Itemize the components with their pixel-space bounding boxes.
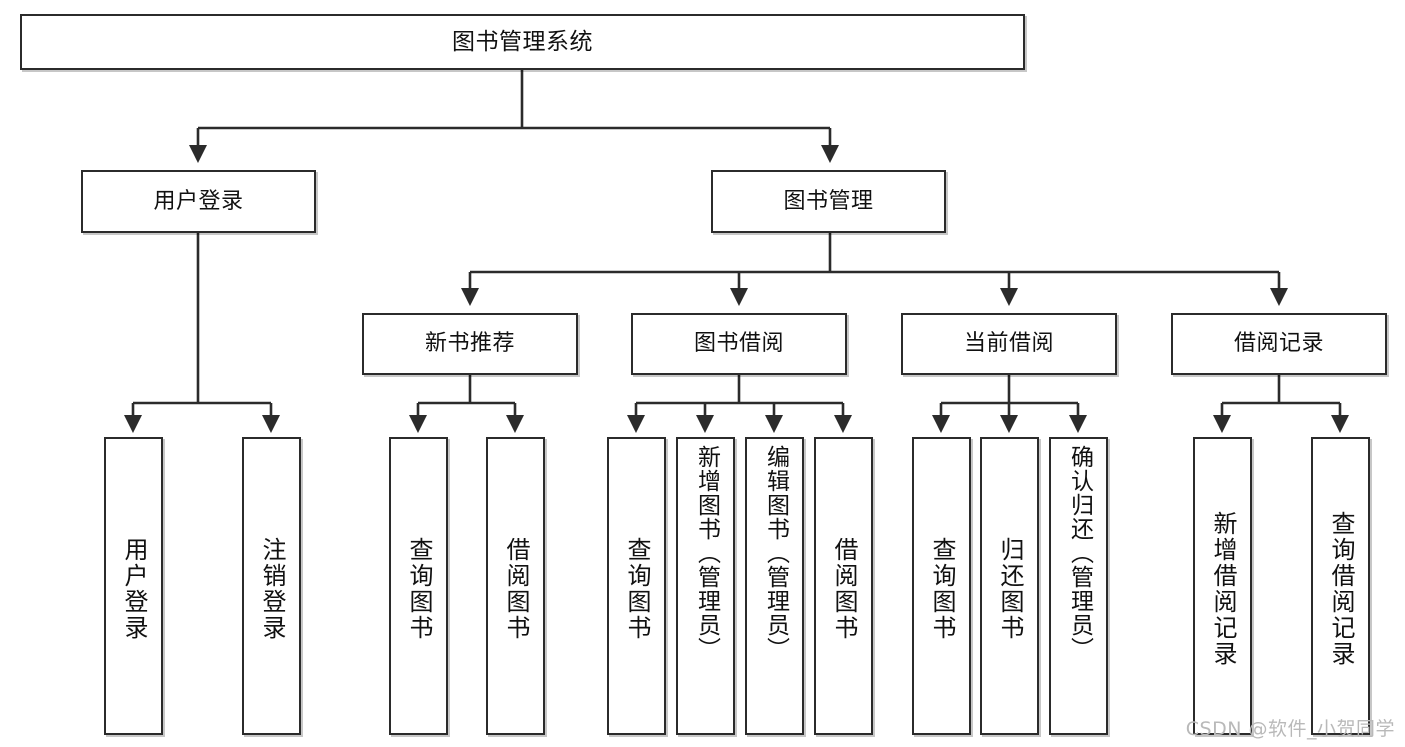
- leaf-new-book-query-book[interactable]: 查询图书: [389, 437, 448, 735]
- leaf-add-borrow-record[interactable]: 新增借阅记录: [1193, 437, 1252, 735]
- node-label: 新书推荐: [424, 331, 515, 357]
- node-label: 查询图书: [622, 537, 651, 641]
- node-label: 图书借阅: [693, 331, 784, 357]
- node-book-management[interactable]: 图书管理: [711, 170, 946, 233]
- node-label: 借阅图书: [501, 537, 530, 641]
- node-label: 新增图书（管理员）: [693, 445, 720, 661]
- node-label: 图书管理: [783, 188, 874, 214]
- leaf-borrow-book[interactable]: 借阅图书: [814, 437, 873, 735]
- leaf-new-book-borrow-book[interactable]: 借阅图书: [486, 437, 545, 735]
- node-label: 图书管理系统: [452, 28, 593, 55]
- node-label: 用户登录: [119, 537, 148, 641]
- node-label: 查询图书: [404, 537, 433, 641]
- leaf-edit-book-admin[interactable]: 编辑图书（管理员）: [745, 437, 804, 735]
- node-user-login[interactable]: 用户登录: [81, 170, 316, 233]
- node-current-borrowing[interactable]: 当前借阅: [901, 313, 1117, 375]
- csdn-watermark: CSDN @软件_小贺同学: [1185, 718, 1395, 740]
- node-label: 注销登录: [257, 537, 286, 641]
- node-label: 当前借阅: [963, 331, 1054, 357]
- node-label: 用户登录: [153, 188, 244, 214]
- node-label: 编辑图书（管理员）: [762, 445, 789, 661]
- leaf-logout[interactable]: 注销登录: [242, 437, 301, 735]
- node-label: 借阅记录: [1233, 331, 1324, 357]
- node-borrowing-record[interactable]: 借阅记录: [1171, 313, 1387, 375]
- node-new-book-recommendation[interactable]: 新书推荐: [362, 313, 578, 375]
- leaf-current-query-book[interactable]: 查询图书: [912, 437, 971, 735]
- node-label: 新增借阅记录: [1208, 511, 1237, 667]
- node-label: 查询图书: [927, 537, 956, 641]
- leaf-confirm-return-admin[interactable]: 确认归还（管理员）: [1049, 437, 1108, 735]
- node-label: 归还图书: [995, 537, 1024, 641]
- leaf-return-book[interactable]: 归还图书: [980, 437, 1039, 735]
- leaf-add-book-admin[interactable]: 新增图书（管理员）: [676, 437, 735, 735]
- node-book-borrowing[interactable]: 图书借阅: [631, 313, 847, 375]
- leaf-borrow-query-book[interactable]: 查询图书: [607, 437, 666, 735]
- leaf-user-login[interactable]: 用户登录: [104, 437, 163, 735]
- node-root-book-management-system[interactable]: 图书管理系统: [20, 14, 1025, 70]
- node-label: 查询借阅记录: [1326, 511, 1355, 667]
- node-label: 借阅图书: [829, 537, 858, 641]
- leaf-query-borrow-record[interactable]: 查询借阅记录: [1311, 437, 1370, 735]
- node-label: 确认归还（管理员）: [1066, 445, 1093, 661]
